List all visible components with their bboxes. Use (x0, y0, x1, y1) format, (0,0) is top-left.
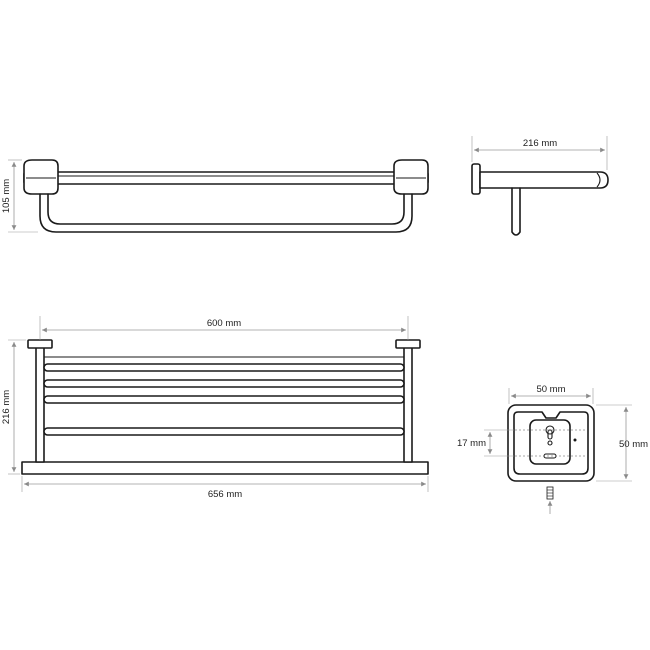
side-arm (479, 171, 609, 189)
base-detail: 50 mm 50 mm 17 mm (457, 384, 648, 514)
base-keyhole-slot (547, 429, 553, 440)
front-right-flange (393, 159, 429, 195)
top-rail-1 (43, 363, 405, 372)
top-right-cap (395, 339, 421, 349)
base-screw-hole (547, 440, 553, 446)
top-rail-4 (43, 427, 405, 436)
side-towel-bar (511, 187, 521, 236)
front-left-flange (23, 159, 59, 195)
base-height-label: 50 mm (619, 439, 648, 450)
base-keyhole-icon (545, 425, 555, 435)
side-wall-flange (471, 163, 481, 195)
base-set-screw-icon (546, 486, 554, 500)
base-spacing-label: 17 mm (457, 438, 486, 449)
top-inner-width-label: 600 mm (207, 318, 241, 329)
top-view: 600 mm 216 mm 656 mm (1, 316, 429, 500)
top-total-width-label: 656 mm (208, 489, 242, 500)
front-view: 105 mm (1, 159, 429, 233)
base-marker-dot (573, 438, 577, 442)
top-left-cap (27, 339, 53, 349)
top-right-arm (403, 345, 413, 463)
front-height-label: 105 mm (1, 179, 12, 213)
top-left-arm (35, 345, 45, 463)
side-arm-end (596, 172, 601, 188)
front-towel-bar-outer (39, 193, 413, 233)
base-width-label: 50 mm (536, 384, 565, 395)
top-base-plate (21, 461, 429, 475)
front-shelf-bar (23, 171, 429, 185)
front-towel-bar-inner (47, 193, 405, 225)
top-rail-3 (43, 395, 405, 404)
top-depth-label: 216 mm (1, 390, 12, 424)
side-view: 216 mm (471, 136, 609, 236)
top-rail-2 (43, 379, 405, 388)
base-mount-insert (529, 419, 571, 465)
base-inner-recess (513, 411, 589, 475)
side-depth-label: 216 mm (523, 138, 557, 149)
